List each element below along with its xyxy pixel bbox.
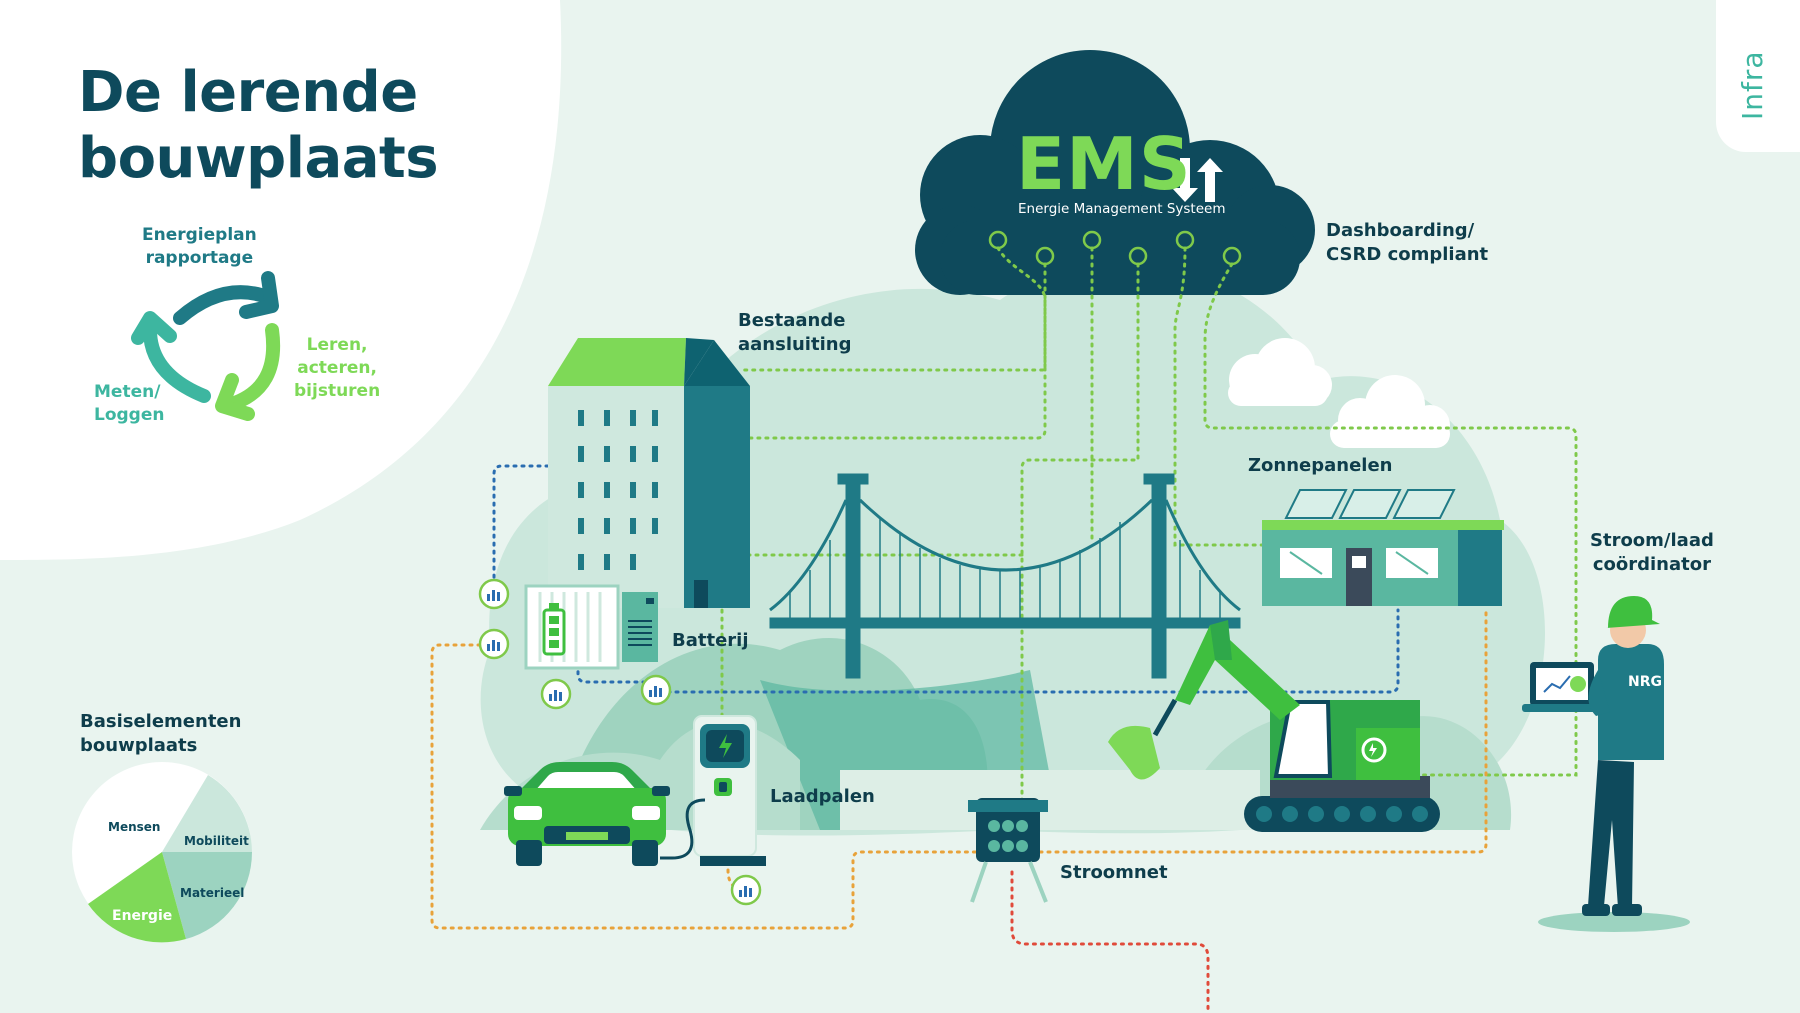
pie-slice-materieel bbox=[162, 852, 253, 939]
power-grid-box bbox=[968, 798, 1048, 903]
pie-label-mobiliteit: Mobiliteit bbox=[184, 834, 249, 848]
label-bestaande-aansluiting: Bestaande aansluiting bbox=[738, 310, 852, 355]
pie-label-mensen: Mensen bbox=[108, 820, 161, 834]
label-laadpalen: Laadpalen bbox=[770, 786, 875, 807]
basis-heading: Basiselementen bouwplaats bbox=[80, 711, 242, 756]
worker bbox=[1522, 596, 1690, 932]
label-zonnepanelen: Zonnepanelen bbox=[1248, 455, 1393, 476]
category-tab[interactable] bbox=[1716, 0, 1800, 152]
bridge bbox=[769, 473, 1241, 679]
cycle-step-leren: Leren, acteren, bijsturen bbox=[294, 335, 381, 401]
basis-pie bbox=[72, 762, 253, 943]
solar-panels bbox=[1284, 489, 1456, 519]
pie-label-materieel: Materieel bbox=[180, 886, 245, 900]
ems-title: EMS bbox=[1016, 122, 1192, 206]
solar-building bbox=[1262, 489, 1504, 606]
building bbox=[548, 338, 750, 608]
pie-slice-energie bbox=[88, 852, 186, 943]
worker-badge: NRG bbox=[1628, 674, 1662, 690]
electric-car bbox=[504, 762, 670, 866]
cycle-step-energieplan: Energieplan rapportage bbox=[142, 225, 257, 268]
cycle-step-meten: Meten/ Loggen bbox=[94, 382, 165, 425]
label-stroomnet: Stroomnet bbox=[1060, 862, 1168, 883]
excavator bbox=[1108, 620, 1440, 832]
background-blob bbox=[0, 0, 562, 560]
label-stroom-laad-coordinator: Stroom/laad coördinator bbox=[1590, 530, 1714, 575]
data-line-red bbox=[1010, 870, 1210, 1013]
page-title: De lerende bouwplaats bbox=[78, 60, 439, 191]
ems-arrows-icon bbox=[1172, 158, 1223, 202]
ems-subtitle: Energie Management Systeem bbox=[1018, 201, 1226, 217]
ground-strip bbox=[840, 770, 1260, 830]
meter-icon-glyphs bbox=[487, 590, 752, 897]
category-tab-label: Infra bbox=[1736, 50, 1769, 120]
ems-cloud bbox=[915, 50, 1315, 295]
battery-unit bbox=[524, 584, 658, 670]
pie-label-energie: Energie bbox=[112, 908, 173, 924]
label-dashboarding: Dashboarding/ CSRD compliant bbox=[1326, 220, 1489, 265]
pie-slice-mobiliteit bbox=[162, 775, 252, 852]
cloud-small-1 bbox=[1228, 338, 1332, 406]
charging-station bbox=[660, 715, 766, 866]
label-batterij: Batterij bbox=[672, 630, 749, 651]
cycle-arrows bbox=[131, 271, 281, 421]
